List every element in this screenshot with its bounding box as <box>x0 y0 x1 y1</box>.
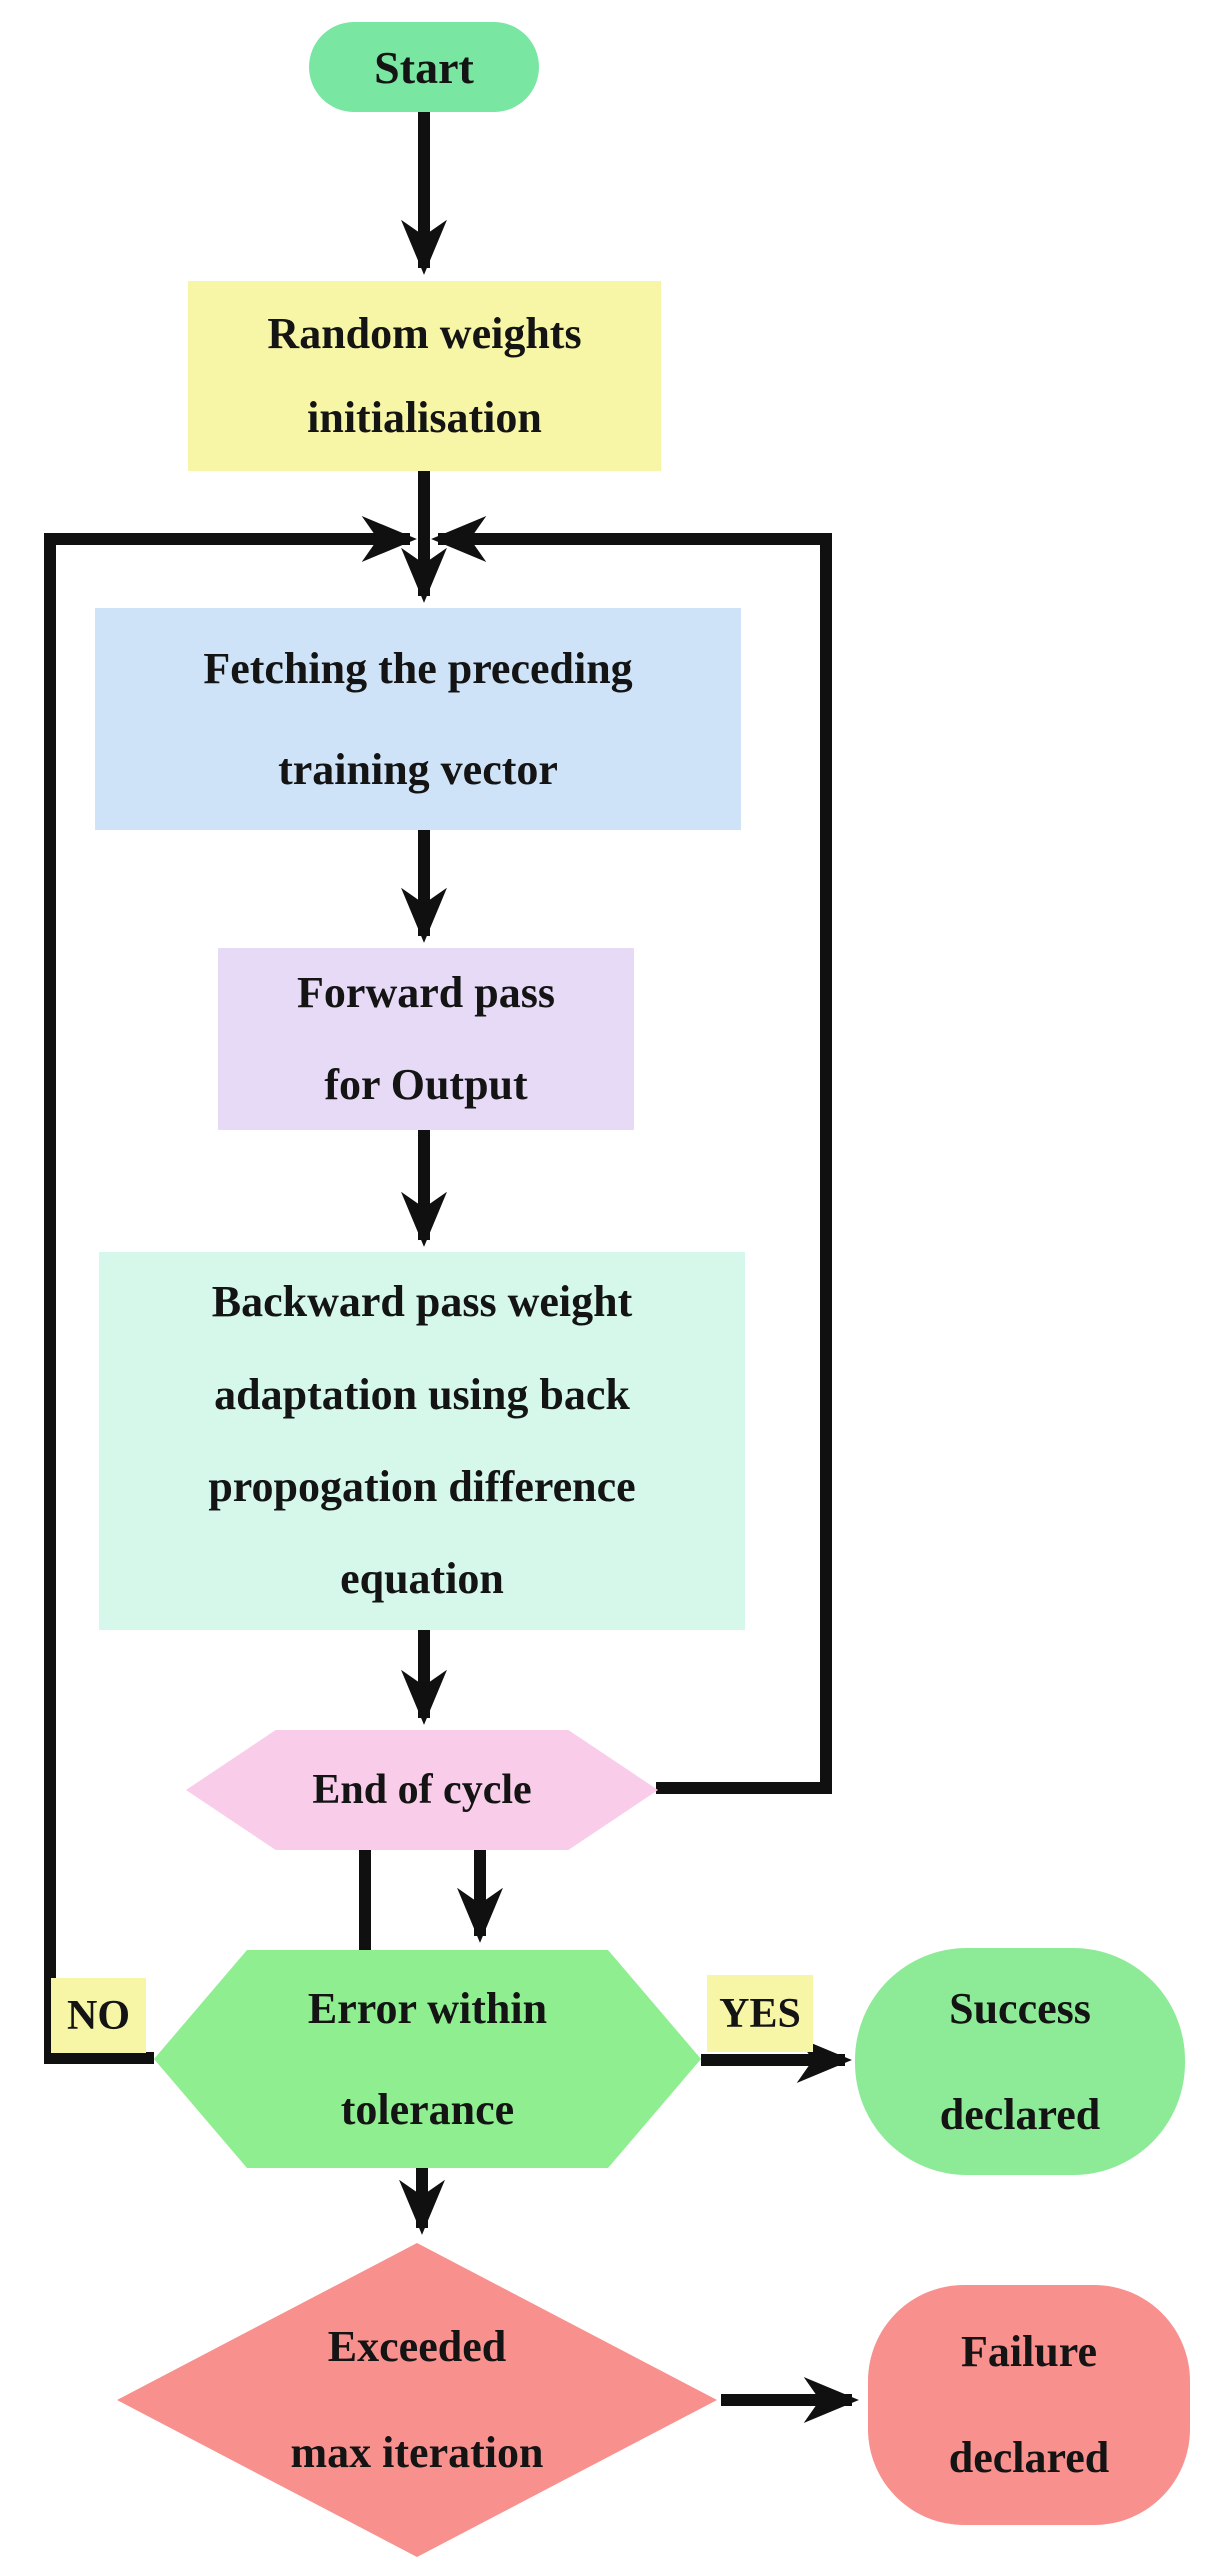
success-declared-node: Success declared <box>855 1948 1185 2175</box>
end-of-cycle-node: End of cycle <box>186 1730 658 1850</box>
failure-declared-node: Failure declared <box>868 2285 1190 2525</box>
no-loop-connector <box>44 516 417 2064</box>
cycle-loop-connector <box>431 516 832 1794</box>
error-within-tolerance-node: Error within tolerance <box>154 1950 701 2168</box>
no-branch-label: NO <box>51 1978 146 2053</box>
random-weights-init-node: Random weights initialisation <box>188 281 661 471</box>
start-node: Start <box>309 22 539 112</box>
backward-pass-node: Backward pass weight adaptation using ba… <box>99 1252 745 1630</box>
yes-branch-label: YES <box>707 1975 813 2052</box>
fetch-training-vector-node: Fetching the preceding training vector <box>95 608 741 830</box>
forward-pass-node: Forward pass for Output <box>218 948 634 1130</box>
